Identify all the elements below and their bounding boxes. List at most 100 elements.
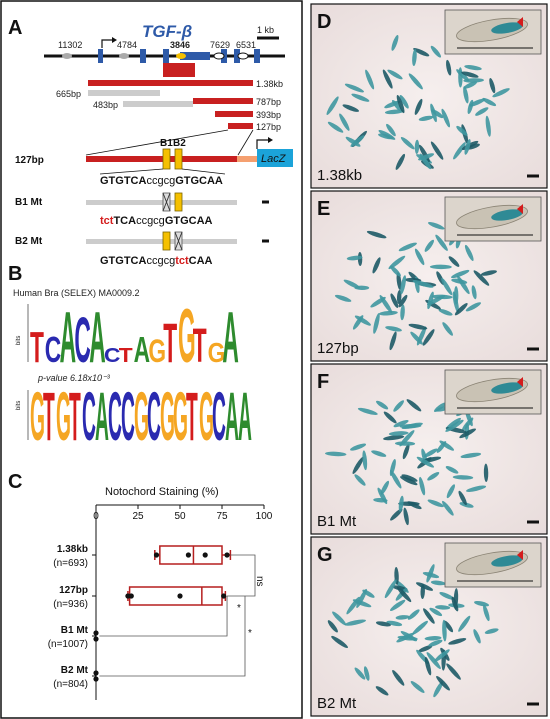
fragment-label: 393bp (256, 110, 281, 120)
fragment-bar (193, 98, 253, 104)
stained-embryo (441, 277, 453, 296)
motif-letter: C (108, 377, 122, 455)
fragment-label: 127bp (256, 122, 281, 132)
stained-embryo (464, 65, 482, 71)
stained-embryo (398, 495, 404, 512)
motif-letter: G (56, 377, 71, 455)
wt-sequence: GTGTCAccgcgGTGCAA (100, 175, 223, 187)
stained-embryo (473, 270, 490, 286)
stained-embryo (386, 620, 403, 627)
stained-embryo (430, 141, 444, 160)
stained-embryo (352, 456, 364, 474)
stained-embryo (378, 310, 398, 316)
stained-embryo (366, 230, 387, 239)
category-label: B1 Mt (61, 625, 89, 636)
red-arrowhead (517, 377, 523, 387)
zoom-line (237, 129, 254, 156)
gene-name: TGF-β (142, 22, 192, 41)
stained-embryo (415, 582, 434, 591)
stained-embryo (427, 499, 444, 508)
stained-embryo (413, 48, 430, 57)
stained-embryo (339, 113, 350, 131)
stained-embryo (463, 81, 477, 89)
stained-embryo (442, 619, 447, 642)
stained-embryo (390, 469, 402, 489)
stained-embryo (456, 125, 468, 136)
stained-embryo (354, 667, 366, 680)
stained-embryo (398, 294, 408, 308)
stained-embryo (485, 115, 491, 137)
stained-embryo (422, 571, 440, 579)
mutated-mark (162, 192, 171, 212)
data-point (185, 552, 191, 558)
stained-embryo (372, 257, 381, 274)
stained-embryo (446, 484, 455, 499)
sig-star: * (237, 603, 241, 614)
stained-embryo (419, 476, 426, 496)
stained-embryo (401, 474, 418, 482)
photo-letter: G (317, 544, 333, 566)
exon (163, 49, 169, 63)
fragment-label: 787bp (256, 97, 281, 107)
stained-embryo (407, 609, 420, 620)
stained-embryo (436, 675, 450, 691)
x-tick-label: 75 (216, 511, 228, 522)
tss-arrow (101, 39, 112, 48)
stained-embryo (375, 686, 389, 696)
stained-embryo (373, 497, 388, 503)
motif-letter: C (45, 331, 61, 370)
stained-embryo (461, 71, 479, 78)
stained-embryo (433, 681, 443, 698)
stained-embryo (441, 108, 451, 128)
stained-embryo (387, 69, 403, 80)
ns-bracket (227, 554, 256, 597)
motif-letter: T (163, 312, 177, 375)
stained-embryo (466, 143, 480, 150)
motif-letter: T (186, 377, 198, 455)
stained-embryo (350, 443, 367, 451)
panel-a-letter: A (8, 17, 22, 39)
fragment-bar (123, 101, 193, 107)
stained-embryo (424, 239, 434, 252)
fragment-bar (88, 90, 160, 96)
category-label: 127bp (59, 585, 88, 596)
stained-embryo (390, 508, 403, 521)
stained-embryo (423, 608, 435, 624)
stained-embryo (334, 294, 352, 302)
stained-embryo (384, 579, 397, 599)
stained-embryo (396, 289, 402, 304)
stained-embryo (394, 441, 416, 446)
stained-embryo (400, 304, 405, 321)
site-label: 4784 (117, 40, 137, 50)
stained-embryo (332, 611, 347, 626)
stained-embryo (346, 255, 363, 261)
bits-label: bits (16, 401, 22, 410)
motif-letter: A (60, 299, 76, 379)
stained-embryo (428, 639, 443, 647)
sig-bracket (99, 596, 246, 677)
exon (180, 52, 210, 60)
stained-embryo (408, 323, 428, 330)
motif-letter: G (173, 377, 188, 455)
box (128, 586, 223, 606)
inset-stain (491, 382, 523, 394)
stained-embryo (390, 293, 399, 308)
motif-letter: C (121, 377, 135, 455)
stained-embryo (418, 115, 434, 121)
stained-embryo (331, 635, 348, 649)
stained-embryo (489, 78, 496, 94)
motif-letter: G (199, 377, 214, 455)
stained-embryo (395, 153, 406, 170)
fragment-label: 1.38kb (256, 79, 283, 89)
data-point (93, 670, 99, 676)
stained-embryo (471, 285, 477, 300)
stained-embryo (429, 264, 452, 270)
pvalue-label: p-value 6.18x10⁻³ (37, 373, 111, 383)
ns-label: ns (254, 576, 265, 587)
stained-embryo (363, 666, 370, 681)
stained-embryo (448, 256, 460, 267)
stained-embryo (418, 153, 435, 161)
